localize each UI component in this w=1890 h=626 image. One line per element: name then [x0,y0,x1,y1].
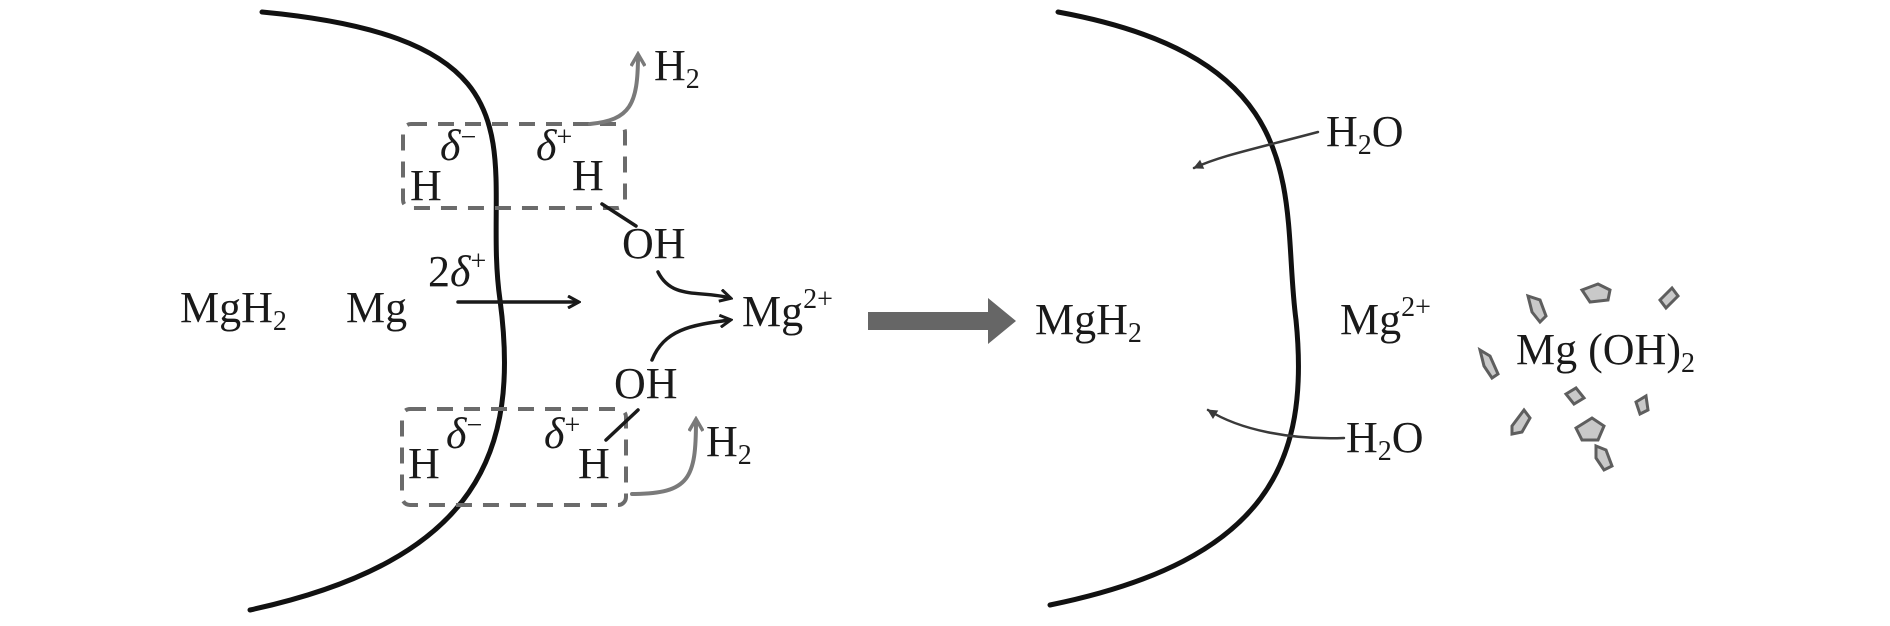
upper-oh-label: OH [622,219,686,268]
right-mg-ion-label: Mg2+ [1340,292,1431,344]
upper-delta-minus-label: δ− [440,121,476,170]
lower-delta-plus-label: δ+ [544,409,580,458]
upper-proton-h-label: H [572,151,604,200]
lower-h2-release-arrow [630,420,696,496]
upper-delta-plus-label: δ+ [536,121,572,170]
precipitate-particle [1510,407,1532,436]
upper-h2-label: H2 [654,41,700,95]
lower-water-label: H2O [1346,413,1424,467]
lower-water-arrow [1206,408,1346,440]
mg-oh2-precipitate-particles [1477,282,1680,472]
upper-h-to-oh-line [600,202,638,228]
process-arrow [868,298,1016,344]
lower-hydride-h-label: H [408,439,440,488]
lower-h2-label: H2 [706,417,752,471]
precipitate-particle [1525,293,1548,325]
right-panel: MgH2 Mg2+ H2O H2O Mg (OH)2 [1035,9,1695,608]
lower-dashed-box [400,407,628,507]
right-bulk-label: MgH2 [1035,295,1142,349]
left-particle-boundary [247,9,507,613]
upper-dashed-box [401,122,627,210]
mg-ion-label: Mg2+ [742,284,833,336]
lower-oh-to-h-line [604,408,640,442]
right-particle-boundary [1047,9,1301,608]
magnesium-hydroxide-label: Mg (OH)2 [1516,325,1695,379]
precipitate-particle [1477,346,1500,381]
lower-proton-h-label: H [578,439,610,488]
precipitate-particle [1579,282,1612,304]
precipitate-particle [1594,443,1614,472]
lower-delta-minus-label: δ− [446,409,482,458]
precipitate-particle [1658,285,1680,311]
mg-charge-label: 2δ+ [428,246,486,296]
lower-oh-label: OH [614,359,678,408]
precipitate-particle [1563,386,1587,406]
left-bulk-label: MgH2 [180,283,287,337]
lower-oh-to-ion-arrow [650,320,730,362]
precipitate-particle [1634,393,1650,417]
left-panel: MgH2 Mg 2δ+ H δ− δ+ H H2 OH OH H δ− δ+ H… [180,9,1016,613]
upper-water-arrow [1192,130,1320,170]
upper-h2-release-arrow [588,55,638,126]
upper-hydride-h-label: H [410,161,442,210]
mg-label: Mg [346,283,407,332]
precipitate-particle [1574,416,1606,442]
upper-oh-to-ion-arrow [656,270,730,298]
upper-water-label: H2O [1326,107,1404,161]
